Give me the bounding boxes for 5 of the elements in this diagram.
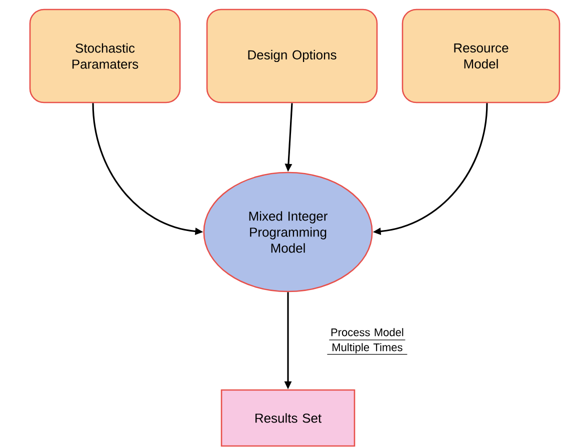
input-box: Design Options bbox=[206, 8, 378, 104]
output-box: Results Set bbox=[220, 389, 356, 447]
edge-label: Process Model Multiple Times bbox=[331, 328, 404, 354]
input-box: Resource Model bbox=[402, 8, 560, 104]
input-box: Stochastic Paramaters bbox=[29, 8, 181, 104]
